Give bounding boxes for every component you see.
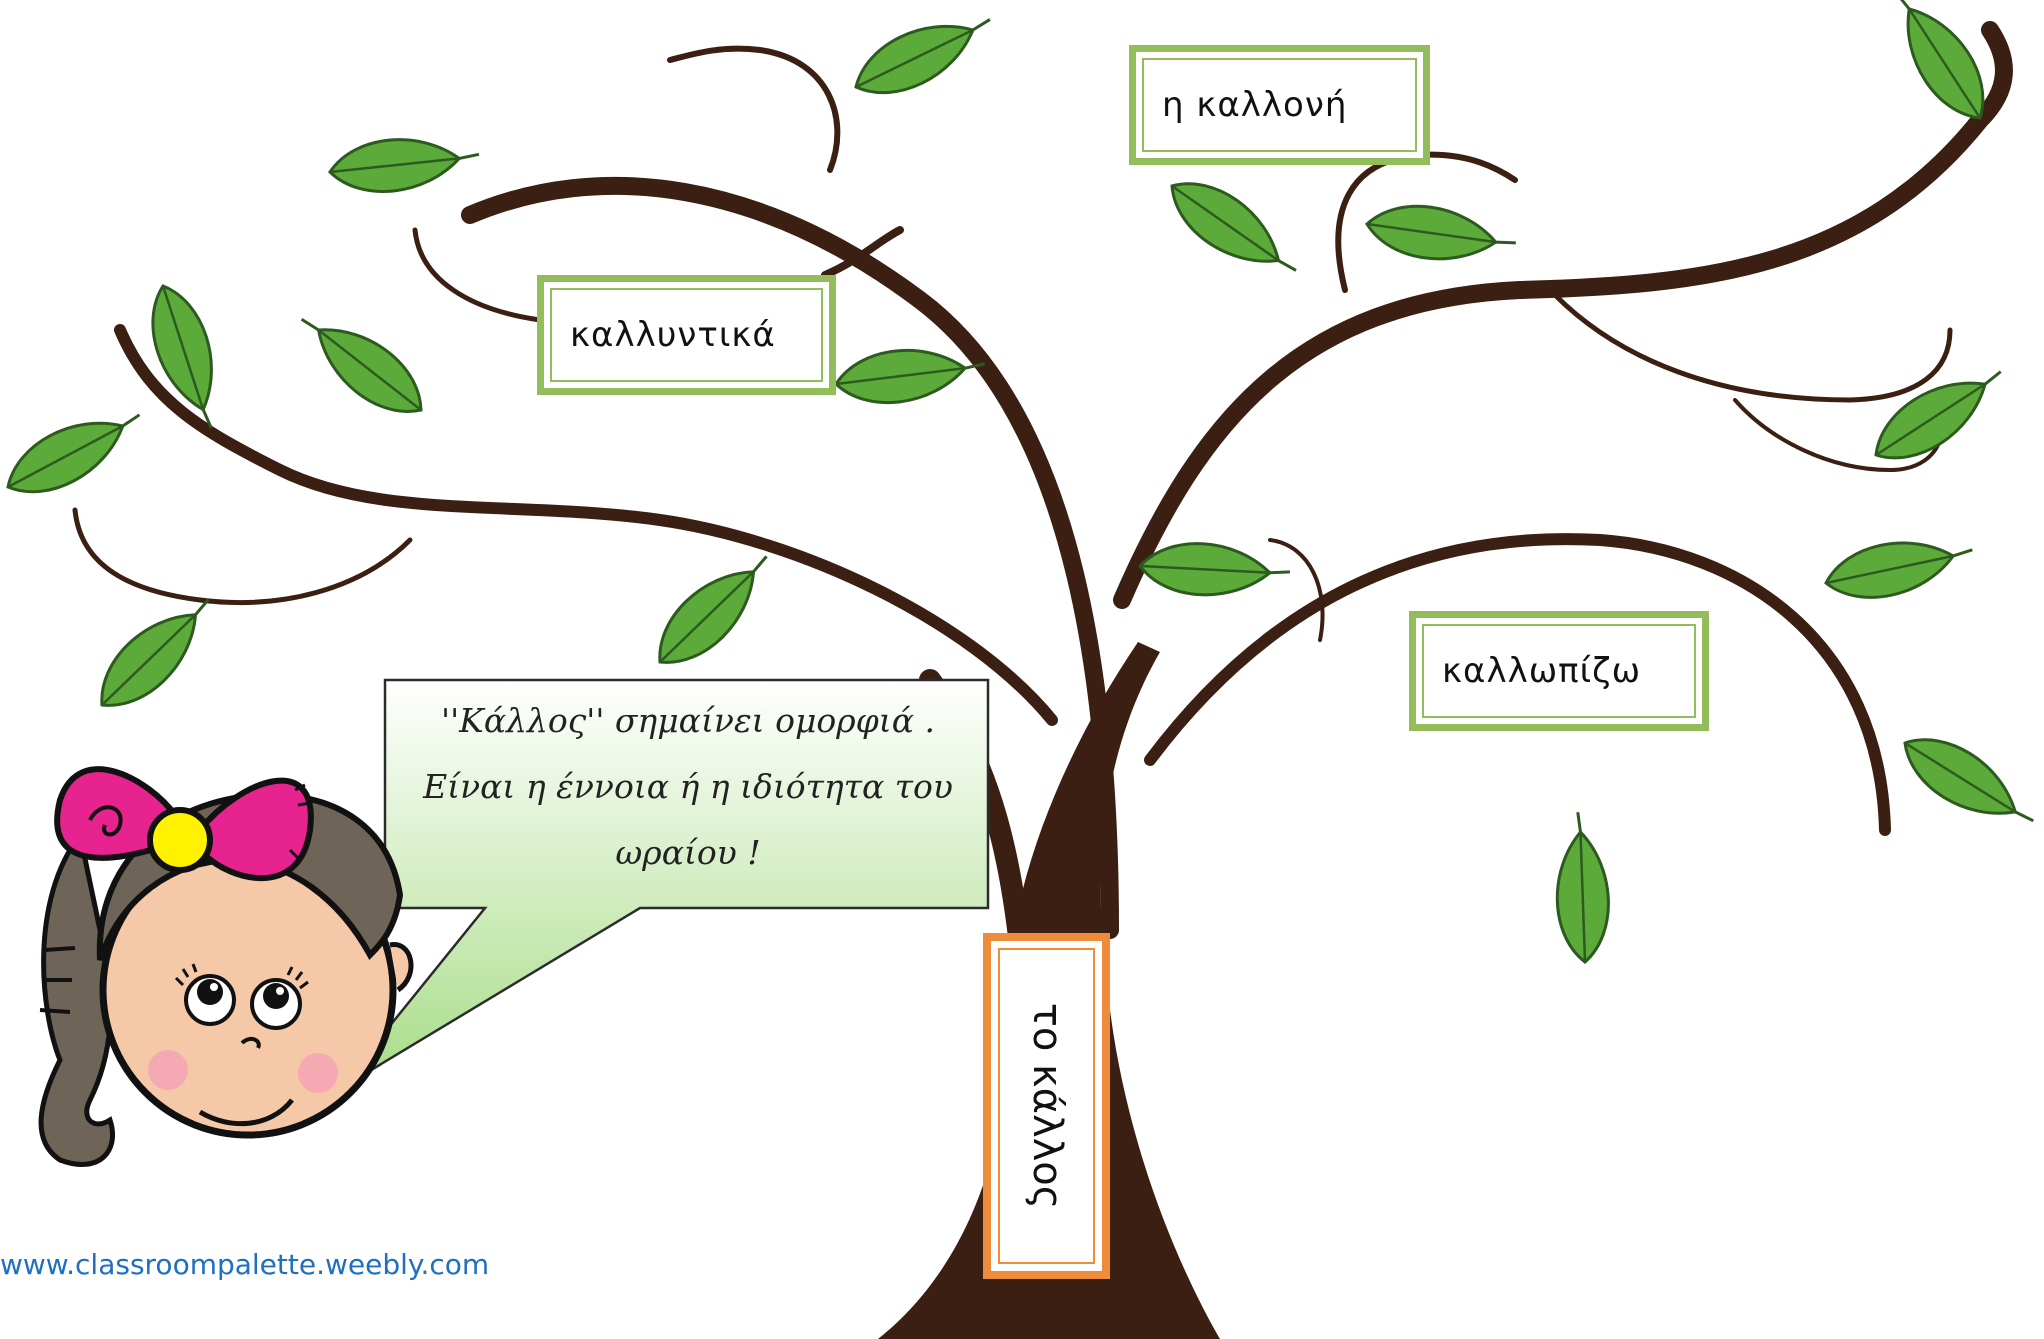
speech-bubble [337,678,990,1092]
trunk-word-card: το κάλλος [983,933,1110,1279]
word-card-inner: καλλωπίζω [1422,624,1696,718]
leaf-icon [640,537,788,682]
speech-line-2: Είναι η έννοια ή η ιδιότητα του [423,767,953,806]
leaf-icon [1819,525,1980,610]
girl-ponytail [38,829,116,1167]
word-card-inner: καλλυντικά [550,288,823,382]
speech-bubble-text: ''Κάλλος'' σημαίνει ομορφιά . Είναι η έν… [392,688,984,886]
leaf-icon [1552,809,1612,965]
bow-icon [54,766,314,882]
word-card-inner: η καλλονή [1142,58,1417,152]
leaf-icon [1155,163,1311,295]
word-card-beauty-noun: η καλλονή [1129,45,1430,165]
leaf-icon [1875,0,2003,134]
leaf-icon [1889,719,2044,846]
word-label-beauty-noun: η καλλονή [1162,85,1348,125]
leaf-icon [1137,539,1293,601]
leaf-icon [0,392,154,512]
word-label-beautify: καλλωπίζω [1442,651,1642,691]
leaf-icon [325,129,484,199]
trunk-word-label: το κάλλος [1023,1002,1070,1210]
website-credit: www.classroompalette.weebly.com [0,1248,490,1281]
speech-line-3: ωραίου ! [615,833,761,872]
leaf-icon [843,0,1004,112]
leaf-icon [1361,197,1521,272]
trunk-word-card-inner: το κάλλος [998,948,1095,1264]
word-label-cosmetics: καλλυντικά [570,315,776,355]
leaf-icon [285,296,439,432]
speech-line-1: ''Κάλλος'' σημαίνει ομορφιά . [441,701,935,740]
leaf-icon [82,580,230,725]
word-card-beautify: καλλωπίζω [1409,611,1709,731]
word-card-cosmetics: καλλυντικά [537,275,836,395]
girl-character [38,766,414,1167]
bow-center [147,807,213,873]
